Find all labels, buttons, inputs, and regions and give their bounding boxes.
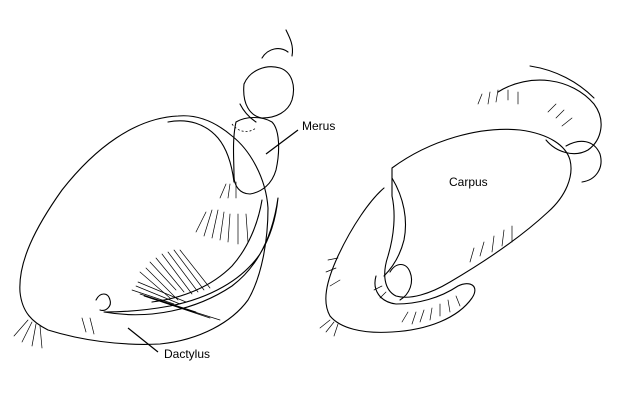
dactylus-label: Dactylus <box>164 347 210 361</box>
basal-segment-1 <box>243 66 295 119</box>
right-joint <box>565 140 602 183</box>
merus-segment <box>232 116 280 195</box>
basal-segment-2 <box>261 29 294 59</box>
left-notch <box>95 293 111 311</box>
left-dashed-structure <box>231 123 257 132</box>
right-upper-segment <box>497 79 602 155</box>
carpus-inner-line <box>383 177 407 277</box>
dactylus-inner-edge <box>151 199 263 303</box>
right-chela-thumb <box>389 263 413 301</box>
dactylus-finger <box>103 197 279 316</box>
merus-leader <box>265 129 299 155</box>
carpus-body <box>384 128 572 298</box>
dactylus-leader <box>127 327 159 353</box>
right-chela <box>325 187 476 333</box>
left-setae <box>13 181 249 349</box>
left-palm-ridge <box>167 120 235 183</box>
right-appendage <box>319 65 602 337</box>
carpus-label: Carpus <box>449 175 488 189</box>
basal-segment-3 <box>239 103 257 123</box>
merus-label: Merus <box>302 119 335 133</box>
right-top-edge <box>529 65 595 99</box>
left-appendage <box>13 29 295 349</box>
right-setae <box>319 89 573 337</box>
